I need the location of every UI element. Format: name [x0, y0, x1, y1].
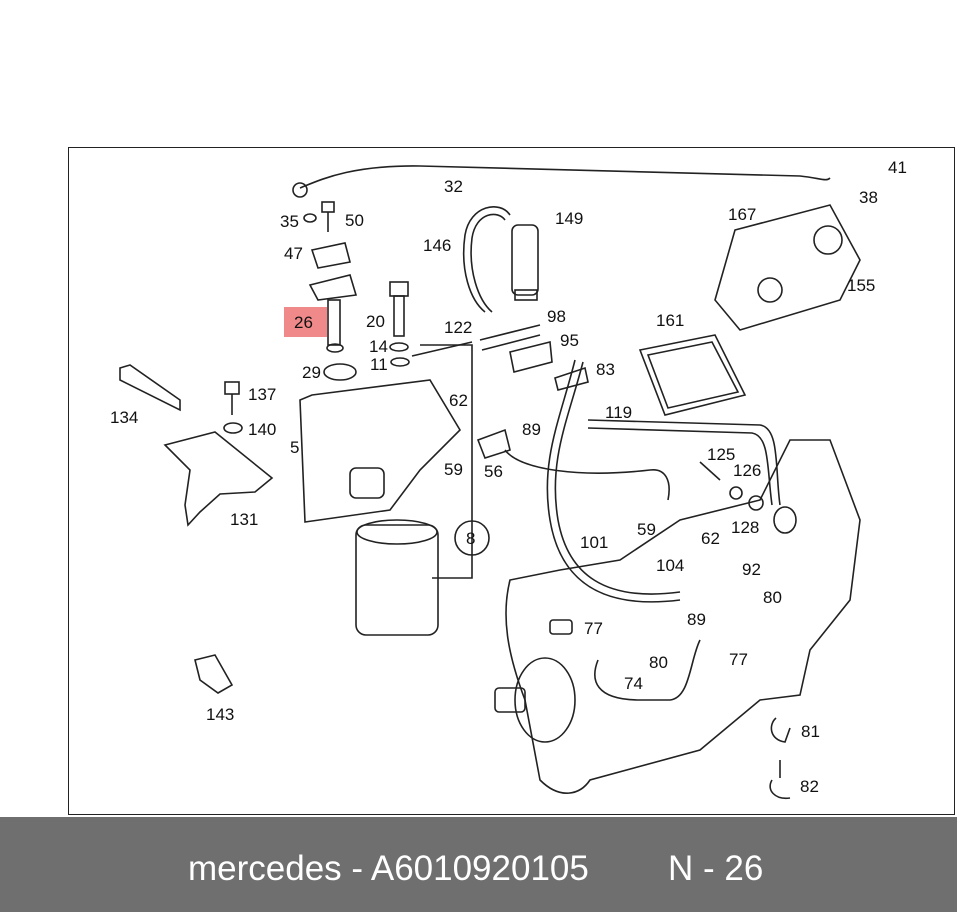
- label-95: 95: [560, 331, 579, 350]
- label-8: 8: [466, 529, 475, 548]
- label-82: 82: [800, 777, 819, 796]
- label-38: 38: [859, 188, 878, 207]
- clip-82: [769, 779, 791, 800]
- filter-housing-5: [299, 379, 462, 523]
- gasket-161: [638, 334, 747, 416]
- label-20: 20: [366, 312, 385, 331]
- part-26: [327, 299, 341, 346]
- position-text: N - 26: [668, 849, 764, 888]
- hose-146: [462, 206, 511, 313]
- bracket-143: [194, 654, 234, 694]
- label-81: 81: [801, 722, 820, 741]
- label-104: 104: [656, 556, 684, 575]
- label-14: 14: [369, 337, 388, 356]
- label-32: 32: [444, 177, 463, 196]
- parts-diagram: 41 32 38 35 50 149 167 146 47 155 26 20 …: [110, 158, 907, 800]
- label-80-b: 80: [649, 653, 668, 672]
- label-50: 50: [345, 211, 364, 230]
- label-119: 119: [605, 403, 632, 422]
- label-149: 149: [555, 209, 583, 228]
- fuel-filter: [355, 524, 439, 636]
- part-149: [511, 224, 539, 296]
- label-62-b: 62: [701, 529, 720, 548]
- label-62-a: 62: [449, 391, 468, 410]
- label-155: 155: [847, 276, 875, 295]
- fitting-35: [292, 182, 308, 198]
- label-77-b: 77: [729, 650, 748, 669]
- pipe-119: [546, 359, 681, 603]
- part-155: [714, 204, 861, 331]
- label-101: 101: [580, 533, 608, 552]
- label-11: 11: [370, 355, 388, 374]
- label-92: 92: [742, 560, 761, 579]
- label-89-b: 89: [687, 610, 706, 629]
- injection-pump: [505, 439, 861, 794]
- label-29: 29: [302, 363, 321, 382]
- label-137: 137: [248, 385, 276, 404]
- clip-81: [770, 717, 791, 743]
- label-47: 47: [284, 244, 303, 263]
- label-80-a: 80: [763, 588, 782, 607]
- bracket-134: [119, 364, 181, 412]
- seal-29: [323, 363, 357, 381]
- bracket-131: [163, 431, 274, 527]
- label-89-a: 89: [522, 420, 541, 439]
- label-140: 140: [248, 420, 276, 439]
- flange-47-26: [308, 274, 358, 301]
- label-41: 41: [888, 158, 907, 177]
- label-122: 122: [444, 318, 472, 337]
- washer-11: [390, 357, 410, 367]
- label-128: 128: [731, 518, 759, 537]
- footer-bar: mercedes - A6010920105 N - 26: [0, 817, 957, 912]
- label-161: 161: [656, 311, 684, 330]
- label-125: 125: [707, 445, 735, 464]
- label-35: 35: [280, 212, 299, 231]
- bolt-20: [389, 281, 409, 297]
- label-5: 5: [290, 438, 299, 457]
- label-77-a: 77: [584, 619, 603, 638]
- washer-126: [729, 486, 743, 500]
- washer-14: [389, 342, 409, 352]
- part-number-text: mercedes - A6010920105: [188, 849, 589, 888]
- label-126: 126: [733, 461, 761, 480]
- label-167: 167: [728, 205, 756, 224]
- label-83: 83: [596, 360, 615, 379]
- label-131: 131: [230, 510, 258, 529]
- label-59-b: 59: [637, 520, 656, 539]
- label-143: 143: [206, 705, 234, 724]
- fitting-95: [509, 340, 553, 373]
- fitting-98: [479, 324, 541, 351]
- label-26: 26: [294, 313, 313, 332]
- label-134: 134: [110, 408, 138, 427]
- label-74: 74: [624, 674, 643, 693]
- part-56: [476, 428, 511, 459]
- fitting-83: [554, 366, 589, 391]
- highlight-marker: [284, 307, 327, 337]
- diagram-frame: [68, 147, 955, 815]
- label-146: 146: [423, 236, 451, 255]
- label-59-a: 59: [444, 460, 463, 479]
- label-98: 98: [547, 307, 566, 326]
- fuel-line-32: [299, 165, 831, 189]
- label-56: 56: [484, 462, 503, 481]
